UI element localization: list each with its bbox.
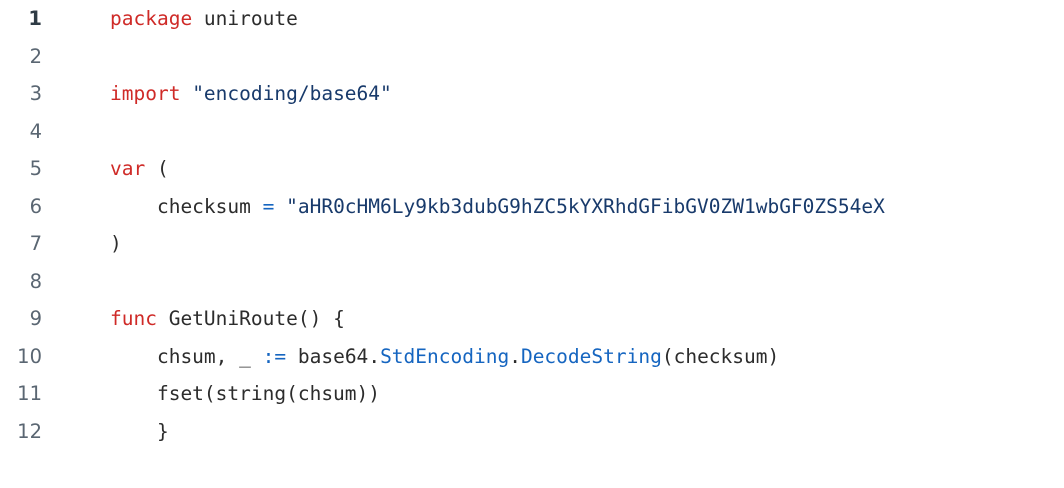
code-token-plain: chsum, _ bbox=[110, 344, 263, 368]
code-line[interactable]: 11 fset(string(chsum)) bbox=[0, 375, 1064, 413]
code-token-operator: := bbox=[262, 344, 298, 368]
line-content: var ( bbox=[110, 150, 169, 188]
line-number: 9 bbox=[29, 307, 42, 330]
code-token-member: DecodeString bbox=[520, 344, 662, 368]
code-token-plain: } bbox=[110, 419, 169, 443]
line-number: 12 bbox=[17, 419, 42, 443]
code-token-plain: base64 bbox=[297, 344, 369, 368]
code-lines-container: 1 package uniroute 2 3 import "encoding/base… bbox=[0, 0, 1064, 451]
line-content: chsum, _ := base64.StdEncoding.DecodeStr… bbox=[110, 338, 779, 376]
code-token-plain: uniroute bbox=[203, 7, 298, 30]
line-number: 2 bbox=[29, 44, 42, 68]
code-token-plain: fset(string(chsum)) bbox=[110, 382, 381, 405]
code-line[interactable]: 8 bbox=[0, 263, 1064, 301]
line-number: 6 bbox=[29, 194, 42, 218]
line-number: 11 bbox=[17, 382, 42, 405]
line-content: } bbox=[110, 413, 169, 451]
line-content: func GetUniRoute() { bbox=[110, 300, 345, 338]
line-number: 1 bbox=[28, 7, 42, 30]
line-number: 3 bbox=[29, 82, 42, 105]
code-line[interactable]: 9 func GetUniRoute() { bbox=[0, 300, 1064, 338]
code-token-plain: checksum bbox=[110, 194, 263, 218]
code-token-string: "encoding/base64" bbox=[192, 82, 392, 105]
code-token-plain: (checksum) bbox=[661, 344, 780, 368]
code-token-keyword: import bbox=[110, 82, 193, 105]
code-token-member: StdEncoding bbox=[380, 344, 510, 368]
line-number: 4 bbox=[29, 119, 42, 143]
line-number: 8 bbox=[29, 269, 42, 293]
code-token-punct: ( bbox=[156, 157, 169, 180]
code-token-punct: . bbox=[509, 344, 521, 368]
line-content: package uniroute bbox=[110, 0, 298, 38]
line-content: fset(string(chsum)) bbox=[110, 375, 380, 413]
code-token-keyword: var bbox=[110, 157, 157, 180]
line-content: import "encoding/base64" bbox=[110, 75, 392, 113]
code-token-operator: = bbox=[262, 194, 287, 218]
line-number: 10 bbox=[17, 344, 42, 368]
code-token-keyword: func bbox=[110, 307, 169, 330]
code-line[interactable]: 5 var ( bbox=[0, 150, 1064, 188]
code-line[interactable]: 3 import "encoding/base64" bbox=[0, 75, 1064, 113]
code-token-punct: ) bbox=[110, 232, 122, 255]
code-line[interactable]: 1 package uniroute bbox=[0, 0, 1064, 38]
code-token-keyword: package bbox=[110, 7, 204, 30]
line-number: 5 bbox=[29, 157, 42, 180]
line-number: 7 bbox=[29, 232, 42, 255]
code-token-plain: GetUniRoute() { bbox=[168, 307, 345, 330]
code-line[interactable]: 7) bbox=[0, 225, 1064, 263]
line-content: ) bbox=[110, 225, 122, 263]
code-line[interactable]: 2 bbox=[0, 38, 1064, 76]
line-content: checksum = "aHR0cHM6Ly9kb3dubG9hZC5kYXRh… bbox=[110, 188, 885, 226]
code-token-string: "aHR0cHM6Ly9kb3dubG9hZC5kYXRhdGFibGV0ZW1… bbox=[286, 194, 885, 218]
code-line[interactable]: 4 bbox=[0, 113, 1064, 151]
code-line[interactable]: 12 } bbox=[0, 413, 1064, 451]
code-line[interactable]: 10 chsum, _ := base64.StdEncoding.Decode… bbox=[0, 338, 1064, 376]
code-line[interactable]: 6 checksum = "aHR0cHM6Ly9kb3dubG9hZC5kYX… bbox=[0, 188, 1064, 226]
code-token-punct: . bbox=[368, 344, 381, 368]
